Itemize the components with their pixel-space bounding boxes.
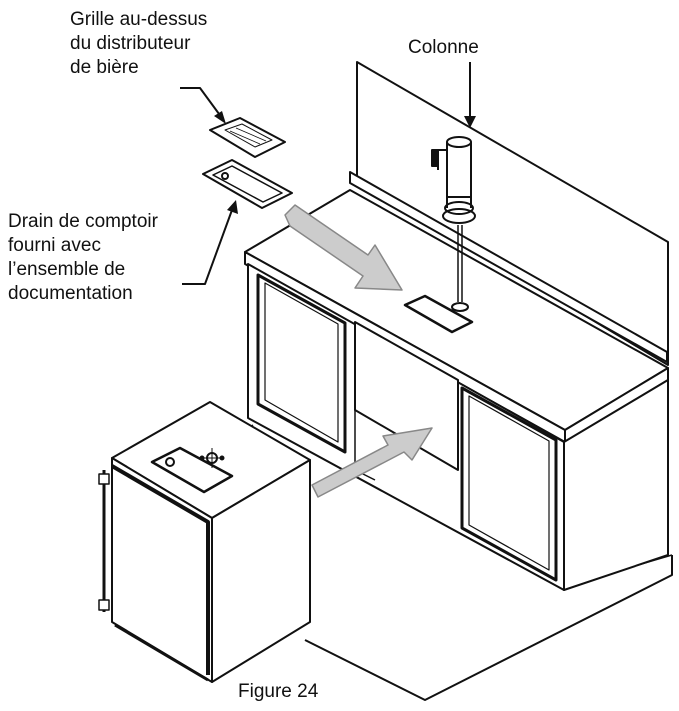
arrow-unit-into-cabinet bbox=[311, 427, 433, 498]
label-drain-line-2: fourni avec bbox=[8, 235, 101, 256]
label-colonne: Colonne bbox=[408, 37, 479, 58]
figure-caption: Figure 24 bbox=[238, 681, 319, 702]
backsplash bbox=[349, 171, 668, 363]
beer-tower bbox=[431, 136, 476, 312]
label-grille-line-2: du distributeur bbox=[70, 33, 191, 54]
label-drain-line-3: l’ensemble de bbox=[8, 259, 126, 280]
counter-drain-cutout bbox=[403, 294, 474, 334]
refrigerator-unit bbox=[98, 401, 311, 683]
label-grille: Grille au-dessus du distributeur de bièr… bbox=[70, 8, 207, 80]
cabinet-body bbox=[247, 263, 669, 591]
drip-tray-grille bbox=[209, 117, 286, 158]
label-drain-line-4: documentation bbox=[8, 283, 133, 304]
counter-drain-part bbox=[202, 159, 293, 209]
label-drain: Drain de comptoir fourni avec l’ensemble… bbox=[8, 210, 158, 306]
back-wall bbox=[356, 61, 669, 366]
label-grille-line-3: de bière bbox=[70, 57, 139, 78]
label-grille-line-1: Grille au-dessus bbox=[70, 9, 208, 30]
arrow-drain-to-counter bbox=[284, 204, 403, 291]
label-drain-line-1: Drain de comptoir bbox=[8, 211, 158, 232]
leader-lines bbox=[180, 62, 476, 285]
